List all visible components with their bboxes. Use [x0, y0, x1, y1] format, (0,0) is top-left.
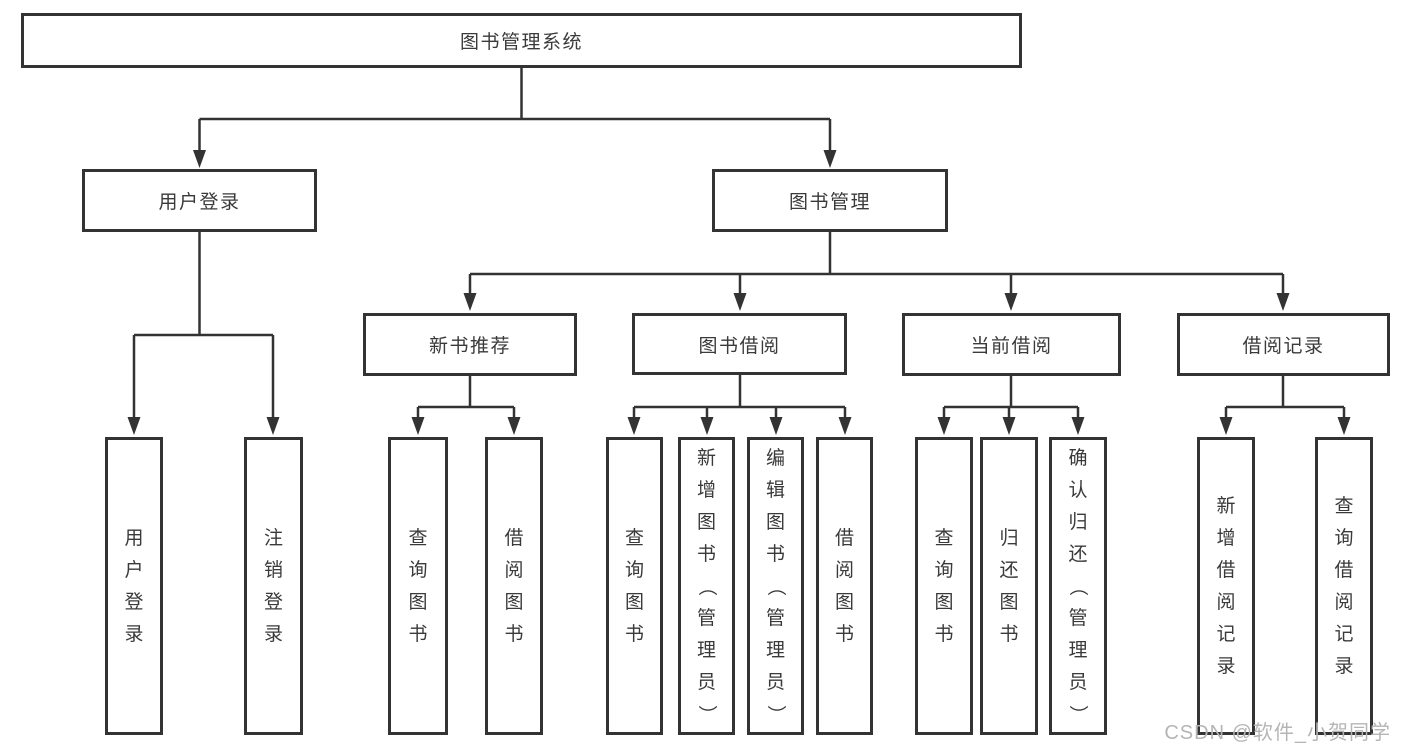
node-leaf-add-borrow-record: 新增借阅记录 [1197, 437, 1255, 735]
node-book-management: 图书管理 [712, 169, 948, 232]
node-leaf-confirm-return-admin: 确认归还（管理员） [1049, 437, 1107, 735]
node-library-system: 图书管理系统 [21, 13, 1022, 68]
node-leaf-user-login: 用户登录 [105, 437, 163, 735]
node-leaf-query-books-borrow: 查询图书 [606, 437, 663, 735]
node-leaf-query-books-recommend: 查询图书 [388, 437, 448, 735]
watermark: CSDN @软件_小贺同学 [1164, 722, 1391, 744]
node-current-borrow: 当前借阅 [902, 313, 1121, 376]
node-borrow-records: 借阅记录 [1177, 313, 1390, 376]
node-leaf-query-books-current: 查询图书 [915, 437, 973, 735]
node-leaf-query-borrow-record: 查询借阅记录 [1315, 437, 1373, 735]
node-leaf-borrow-books: 借阅图书 [816, 437, 873, 735]
node-new-book-recommend: 新书推荐 [363, 313, 577, 376]
node-user-login: 用户登录 [82, 169, 317, 232]
node-leaf-edit-books-admin: 编辑图书（管理员） [747, 437, 804, 735]
node-leaf-borrow-books-recommend: 借阅图书 [485, 437, 543, 735]
node-leaf-add-books-admin: 新增图书（管理员） [678, 437, 735, 735]
node-leaf-return-books: 归还图书 [980, 437, 1038, 735]
node-book-borrow: 图书借阅 [632, 313, 847, 375]
node-leaf-logout: 注销登录 [244, 437, 303, 735]
